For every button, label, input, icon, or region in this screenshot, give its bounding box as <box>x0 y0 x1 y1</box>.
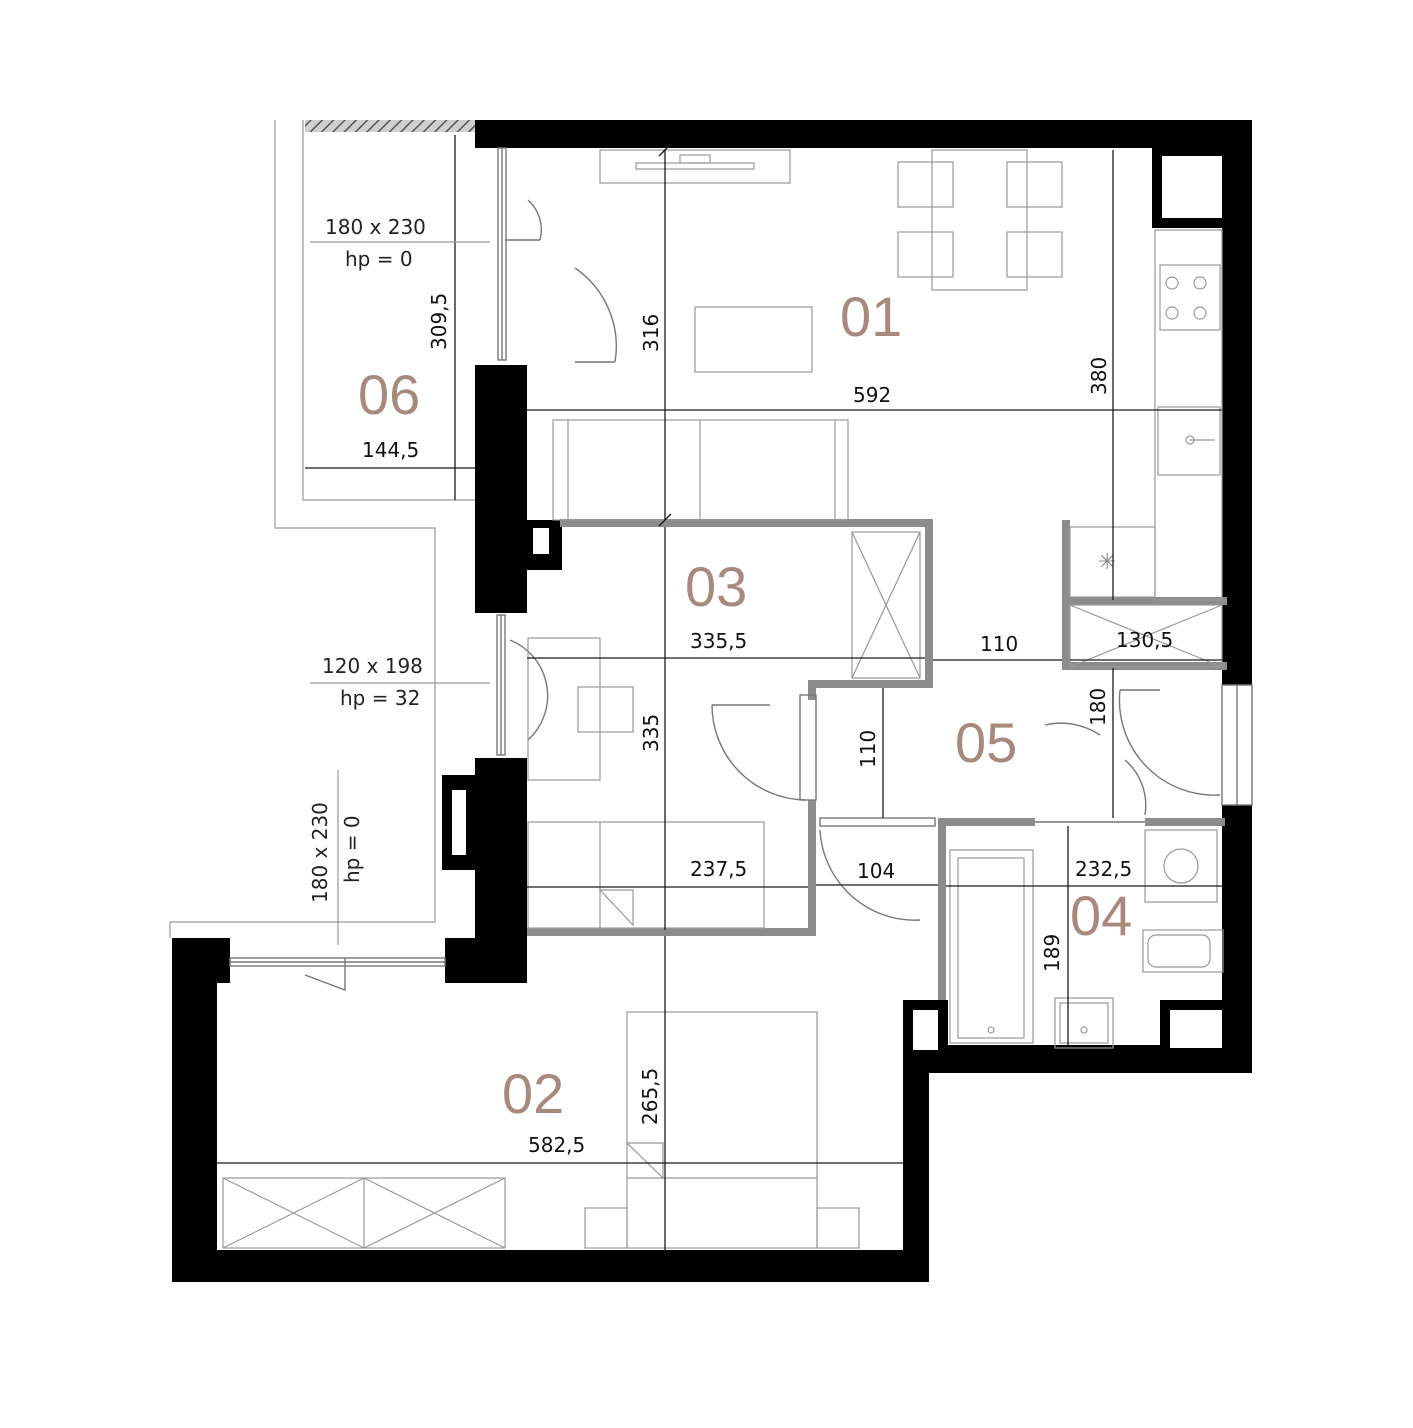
dim-335: 335 <box>639 714 663 752</box>
dim-130-5: 130,5 <box>1116 628 1173 652</box>
room-label-06: 06 <box>358 363 420 426</box>
dimension-labels: 316 380 592 309,5 144,5 335,5 110 130,5 … <box>362 293 1173 1157</box>
dim-335-5: 335,5 <box>690 629 747 653</box>
window-2-sill-height: hp = 32 <box>340 686 420 710</box>
dim-380: 380 <box>1087 357 1111 395</box>
openings <box>229 147 1253 992</box>
room-label-05: 05 <box>955 711 1017 774</box>
dim-180: 180 <box>1086 688 1110 726</box>
dim-104: 104 <box>857 859 895 883</box>
dimension-lines <box>217 135 1222 1250</box>
window-2-size: 120 x 198 <box>322 654 423 678</box>
dim-110-vertical: 110 <box>856 730 880 768</box>
terrace-outline <box>169 120 475 938</box>
window-1-sill-height: hp = 0 <box>345 247 413 271</box>
window-1-size: 180 x 230 <box>325 215 426 239</box>
window-labels: 180 x 230 hp = 0 120 x 198 hp = 32 180 x… <box>308 215 426 903</box>
room-labels: 01 02 03 04 05 06 <box>358 285 1132 1125</box>
dim-144-5: 144,5 <box>362 438 419 462</box>
dim-237-5: 237,5 <box>690 857 747 881</box>
room-label-02: 02 <box>502 1062 564 1125</box>
dim-582-5: 582,5 <box>528 1133 585 1157</box>
furniture: ✳ <box>222 149 1224 1249</box>
dim-592: 592 <box>853 383 891 407</box>
exterior-walls <box>172 120 1252 1282</box>
dim-309-5: 309,5 <box>427 293 451 350</box>
dim-189: 189 <box>1040 934 1064 972</box>
interior-walls <box>527 519 1227 1000</box>
room-label-04: 04 <box>1070 884 1132 947</box>
window-3-size: 180 x 230 <box>308 802 332 903</box>
svg-text:✳: ✳ <box>1098 550 1116 575</box>
dim-265-5: 265,5 <box>638 1068 662 1125</box>
room-label-01: 01 <box>840 285 902 348</box>
dim-316: 316 <box>639 314 663 352</box>
window-3-sill-height: hp = 0 <box>340 815 364 883</box>
dim-232-5: 232,5 <box>1075 857 1132 881</box>
dim-110-horizontal: 110 <box>980 632 1018 656</box>
room-label-03: 03 <box>685 555 747 618</box>
